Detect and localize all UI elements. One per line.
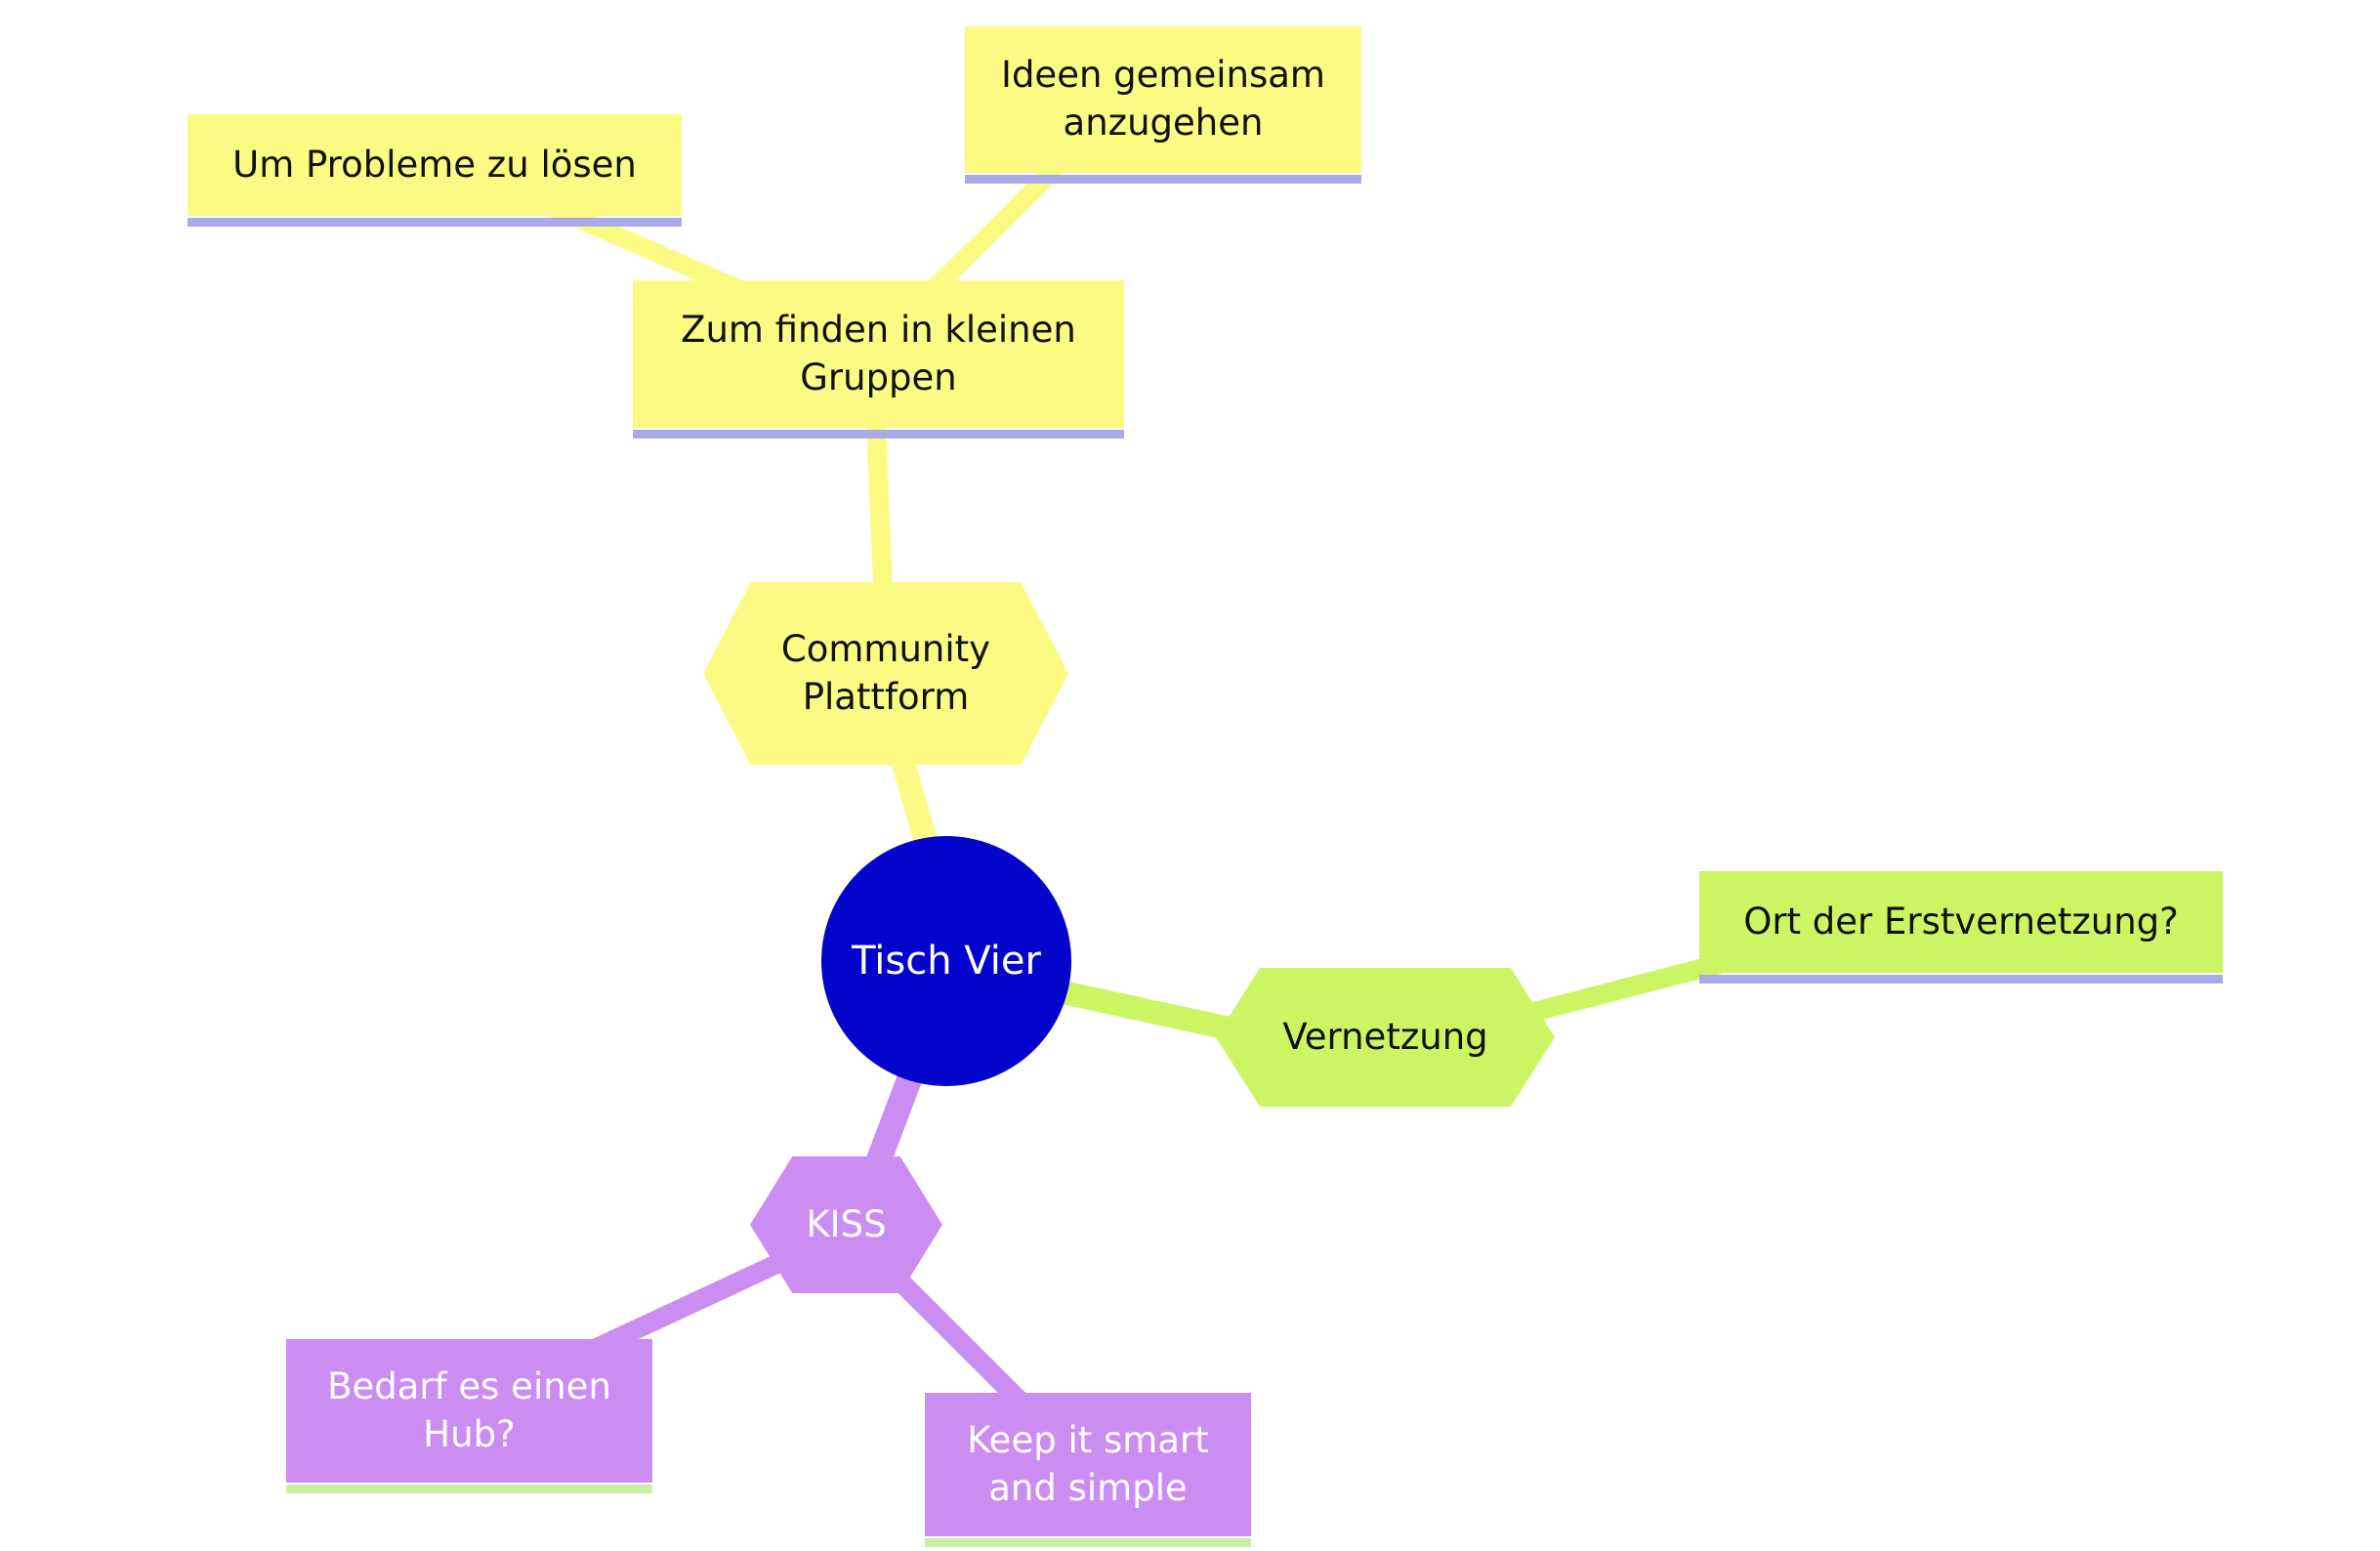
node-bedarf-es-einen-hub[interactable]: Bedarf es einen Hub? xyxy=(286,1339,652,1493)
node-label: Ort der Erstvernetzung? xyxy=(1743,900,2179,943)
node-zum-finden-in-kleinen-gruppen[interactable]: Zum finden in kleinen Gruppen xyxy=(633,280,1124,439)
node-label: Zum finden in kleinen Gruppen xyxy=(681,308,1076,398)
node-kiss[interactable]: KISS xyxy=(750,1156,942,1293)
node-label: Ideen gemeinsam anzugehen xyxy=(1001,54,1325,144)
node-label: Bedarf es einen Hub? xyxy=(327,1364,611,1455)
node-label: Tisch Vier xyxy=(852,938,1041,984)
node-vernetzung[interactable]: Vernetzung xyxy=(1216,968,1555,1107)
node-label: Keep it smart and simple xyxy=(967,1418,1209,1509)
node-um-probleme-zu-loesen[interactable]: Um Probleme zu lösen xyxy=(188,114,682,227)
node-ideen-gemeinsam-anzugehen[interactable]: Ideen gemeinsam anzugehen xyxy=(965,26,1361,184)
node-label: KISS xyxy=(806,1202,887,1245)
node-label: Vernetzung xyxy=(1282,1015,1488,1058)
node-community-plattform[interactable]: Community Plattform xyxy=(703,582,1068,765)
node-label: Community Plattform xyxy=(780,627,991,718)
node-ort-der-erstvernetzung[interactable]: Ort der Erstvernetzung? xyxy=(1699,871,2223,984)
edge-zumfinden-ideen xyxy=(923,157,1066,300)
node-keep-it-smart-and-simple[interactable]: Keep it smart and simple xyxy=(925,1393,1251,1547)
node-tisch-vier-root[interactable]: Tisch Vier xyxy=(821,836,1071,1086)
node-label: Um Probleme zu lösen xyxy=(232,143,637,186)
